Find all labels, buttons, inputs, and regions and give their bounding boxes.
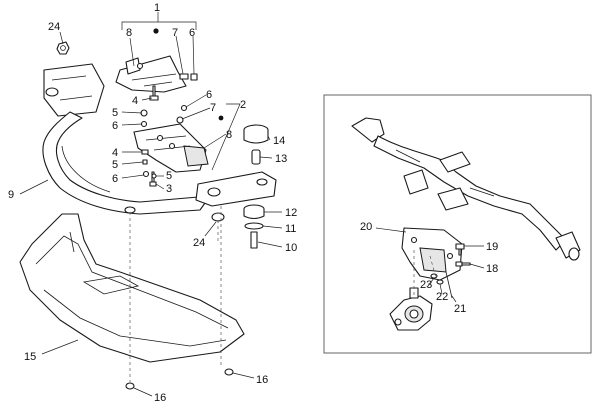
front-cross-plate — [195, 171, 277, 207]
callout-11: 11 — [285, 223, 296, 235]
callout-8-lower: 8 — [226, 129, 232, 141]
upper-mount-bracket — [115, 28, 187, 93]
callout-1: 1 — [154, 2, 160, 14]
inset-bracket — [401, 227, 463, 281]
callout-6-upper: 6 — [189, 27, 195, 39]
clip-part-top — [56, 41, 70, 55]
callout-6-lower: 6 — [112, 173, 118, 185]
callout-10: 10 — [285, 242, 297, 254]
callout-5-lower: 5 — [112, 159, 118, 171]
bottom-screws — [125, 368, 234, 390]
callout-23: 23 — [420, 279, 432, 291]
callout-22: 22 — [436, 291, 448, 303]
detail-inset: 20 19 18 23 22 21 — [323, 94, 592, 354]
callout-18: 18 — [486, 263, 498, 275]
inset-callouts: 20 19 18 23 22 21 — [360, 221, 498, 315]
callout-14: 14 — [273, 135, 285, 147]
frame-tube — [42, 63, 211, 215]
callout-7-upper: 7 — [172, 27, 178, 39]
callout-16-right: 16 — [256, 374, 268, 386]
callout-24-mid: 24 — [193, 237, 205, 249]
callout-4-lower: 4 — [112, 147, 118, 159]
callout-15: 15 — [24, 351, 36, 363]
callout-24-top: 24 — [48, 21, 60, 33]
callout-8-upper: 8 — [126, 27, 132, 39]
leader-lines — [19, 31, 283, 397]
callout-labels: 1 24 8 7 6 4 5 6 6 2 7 8 4 5 5 6 3 9 14 … — [8, 2, 297, 404]
inset-border — [323, 94, 592, 354]
callout-6-right: 6 — [206, 89, 212, 101]
skid-plate — [19, 213, 245, 363]
rubber-mount-parts — [211, 124, 269, 249]
callout-12: 12 — [285, 207, 297, 219]
callout-6-mid: 6 — [112, 120, 118, 132]
alignment-lines — [129, 206, 222, 382]
callout-4-upper: 4 — [132, 95, 138, 107]
main-assembly: 1 24 8 7 6 4 5 6 6 2 7 8 4 5 5 6 3 9 14 … — [8, 2, 297, 404]
callout-16-left: 16 — [154, 392, 166, 404]
callout-5-upper: 5 — [112, 107, 118, 119]
callout-2: 2 — [240, 99, 246, 111]
callout-20: 20 — [360, 221, 372, 233]
callout-21: 21 — [454, 303, 466, 315]
inset-frame-tube — [351, 117, 581, 261]
callout-9: 9 — [8, 189, 14, 201]
callout-5-lower-right: 5 — [166, 170, 172, 182]
callout-3: 3 — [166, 183, 172, 195]
callout-13: 13 — [275, 153, 287, 165]
callout-7-right: 7 — [210, 102, 216, 114]
inset-leader-lines — [375, 227, 485, 303]
callout-19: 19 — [486, 241, 498, 253]
